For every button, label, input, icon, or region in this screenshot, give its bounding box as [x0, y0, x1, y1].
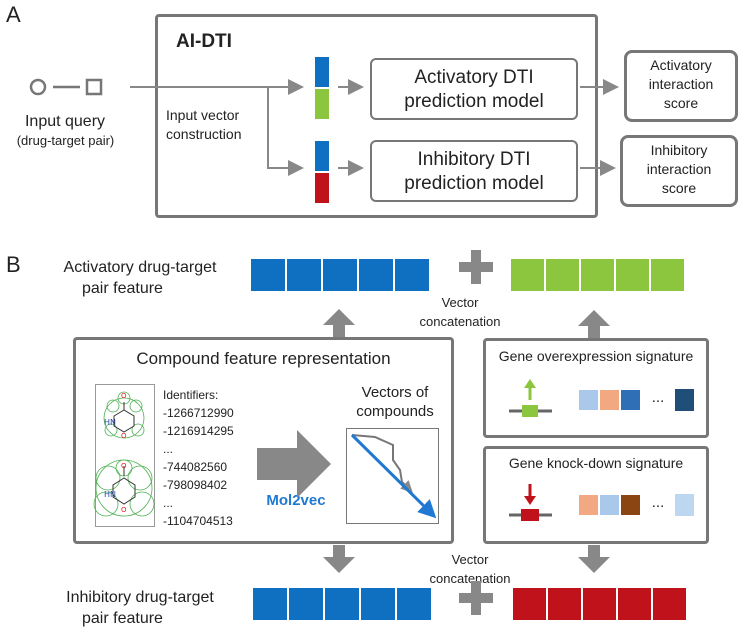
vectors-title-line1: Vectors of	[361, 384, 429, 401]
input-query-label: Input query	[24, 113, 106, 130]
inhibitory-model-line1: Inhibitory DTI	[417, 149, 531, 170]
overexpression-last-cell	[675, 389, 694, 411]
overexpression-signature-vector	[578, 389, 641, 411]
activatory-score-line3: score	[663, 95, 699, 111]
svg-text:O: O	[121, 392, 127, 400]
activatory-model-line1: Activatory DTI	[414, 67, 534, 88]
drug-circle-icon	[29, 78, 47, 96]
inhibitory-score-line1: Inhibitory	[650, 142, 708, 158]
up-arrow-gene-icon	[578, 310, 610, 338]
target-square-icon	[85, 78, 103, 96]
knockdown-last-cell	[675, 494, 694, 516]
mol2vec-label: Mol2vec	[266, 492, 326, 509]
activatory-feature-line2: pair feature	[82, 280, 163, 297]
activatory-feature-line1: Activatory drug-target	[63, 259, 217, 276]
inhibitory-model-box	[370, 140, 578, 202]
inhibitory-gene-vector	[512, 587, 687, 621]
compound-vector-path	[350, 433, 437, 519]
identifier-4: -744082560	[163, 460, 228, 474]
panel-a-letter: A	[6, 2, 21, 27]
activatory-model-box	[370, 58, 578, 120]
input-vector-line2: construction	[166, 126, 242, 142]
panel-b-letter: B	[6, 252, 21, 277]
activatory-compound-vector	[250, 258, 430, 292]
svg-text:O: O	[121, 462, 127, 470]
inhibitory-score-line2: interaction	[646, 161, 712, 177]
inhibitory-model-line2: prediction model	[404, 173, 544, 194]
inhibitory-score-line3: score	[661, 180, 697, 196]
overexpression-gene-icon	[509, 379, 552, 417]
activatory-gene-vector	[510, 258, 685, 292]
knockdown-frame	[483, 446, 709, 544]
inhibitory-input-vector	[314, 140, 330, 204]
inhibitory-score-box	[620, 135, 738, 207]
inhibitory-feature-line2: pair feature	[82, 610, 163, 627]
activatory-score-box	[624, 50, 738, 122]
identifiers-label: Identifiers:	[163, 388, 219, 402]
top-vector-concat-line1: Vector	[441, 295, 479, 310]
svg-text:O: O	[121, 506, 127, 514]
bottom-plus-icon	[459, 581, 493, 615]
molecule-structure-icon	[93, 391, 155, 517]
ai-dti-title: AI-DTI	[176, 31, 232, 52]
activatory-score-line2: interaction	[648, 76, 714, 92]
top-vector-concat-line2: concatenation	[419, 314, 501, 329]
overexpression-title: Gene overexpression signature	[498, 348, 694, 364]
mol2vec-arrow-icon	[257, 430, 331, 498]
identifier-7: -1104704513	[163, 514, 233, 528]
knockdown-gene-icon	[509, 484, 552, 521]
activatory-score-line1: Activatory	[650, 57, 712, 73]
bottom-vector-concat-line2: concatenation	[429, 571, 511, 586]
knockdown-title: Gene knock-down signature	[508, 455, 684, 471]
identifier-5: -798098402	[163, 478, 228, 492]
down-arrow-gene-icon	[578, 545, 610, 573]
activatory-input-vector	[314, 56, 330, 120]
activatory-model-line2: prediction model	[404, 91, 544, 112]
overexpression-ellipsis: ...	[651, 389, 665, 406]
top-plus-icon	[459, 250, 493, 284]
input-query-sublabel: (drug-target pair)	[16, 133, 115, 148]
inhibitory-feature-line1: Inhibitory drug-target	[66, 589, 214, 606]
compound-feature-title: Compound feature representation	[136, 349, 391, 368]
svg-text:O: O	[121, 432, 127, 440]
hn-label-1: HN	[104, 418, 116, 427]
input-vector-line1: Input vector	[166, 107, 240, 123]
vectors-title-line2: compounds	[356, 403, 434, 420]
overexpression-frame	[483, 338, 709, 438]
down-arrow-compound-icon	[323, 545, 355, 573]
identifier-6: ...	[163, 496, 174, 510]
up-arrow-compound-icon	[323, 309, 355, 337]
identifier-1: -1266712990	[163, 406, 234, 420]
hn-label-2: HN	[104, 490, 116, 499]
identifier-2: -1216914295	[163, 424, 234, 438]
knockdown-signature-vector	[578, 494, 641, 516]
identifier-3: ...	[163, 442, 174, 456]
knockdown-ellipsis: ...	[651, 494, 665, 511]
bottom-vector-concat-line1: Vector	[451, 552, 489, 567]
inhibitory-compound-vector	[252, 587, 432, 621]
